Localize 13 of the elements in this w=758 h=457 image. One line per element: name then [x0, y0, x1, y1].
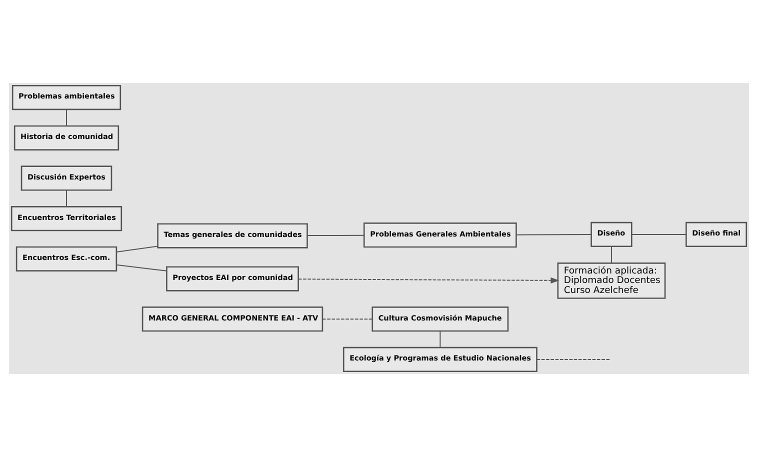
- connector: [66, 190, 67, 208]
- connector: [631, 234, 687, 235]
- connector: [66, 109, 67, 126]
- connector: [322, 318, 373, 320]
- connector: [536, 358, 612, 360]
- connector: [440, 330, 441, 348]
- connector: [610, 246, 612, 264]
- connector: [116, 246, 158, 252]
- arrow: [298, 277, 560, 284]
- connector: [516, 234, 592, 236]
- connector: [116, 264, 168, 272]
- connector: [306, 234, 365, 236]
- node-box: Formación aplicada: Diplomado Docentes Curso Azelchefe: [557, 262, 666, 299]
